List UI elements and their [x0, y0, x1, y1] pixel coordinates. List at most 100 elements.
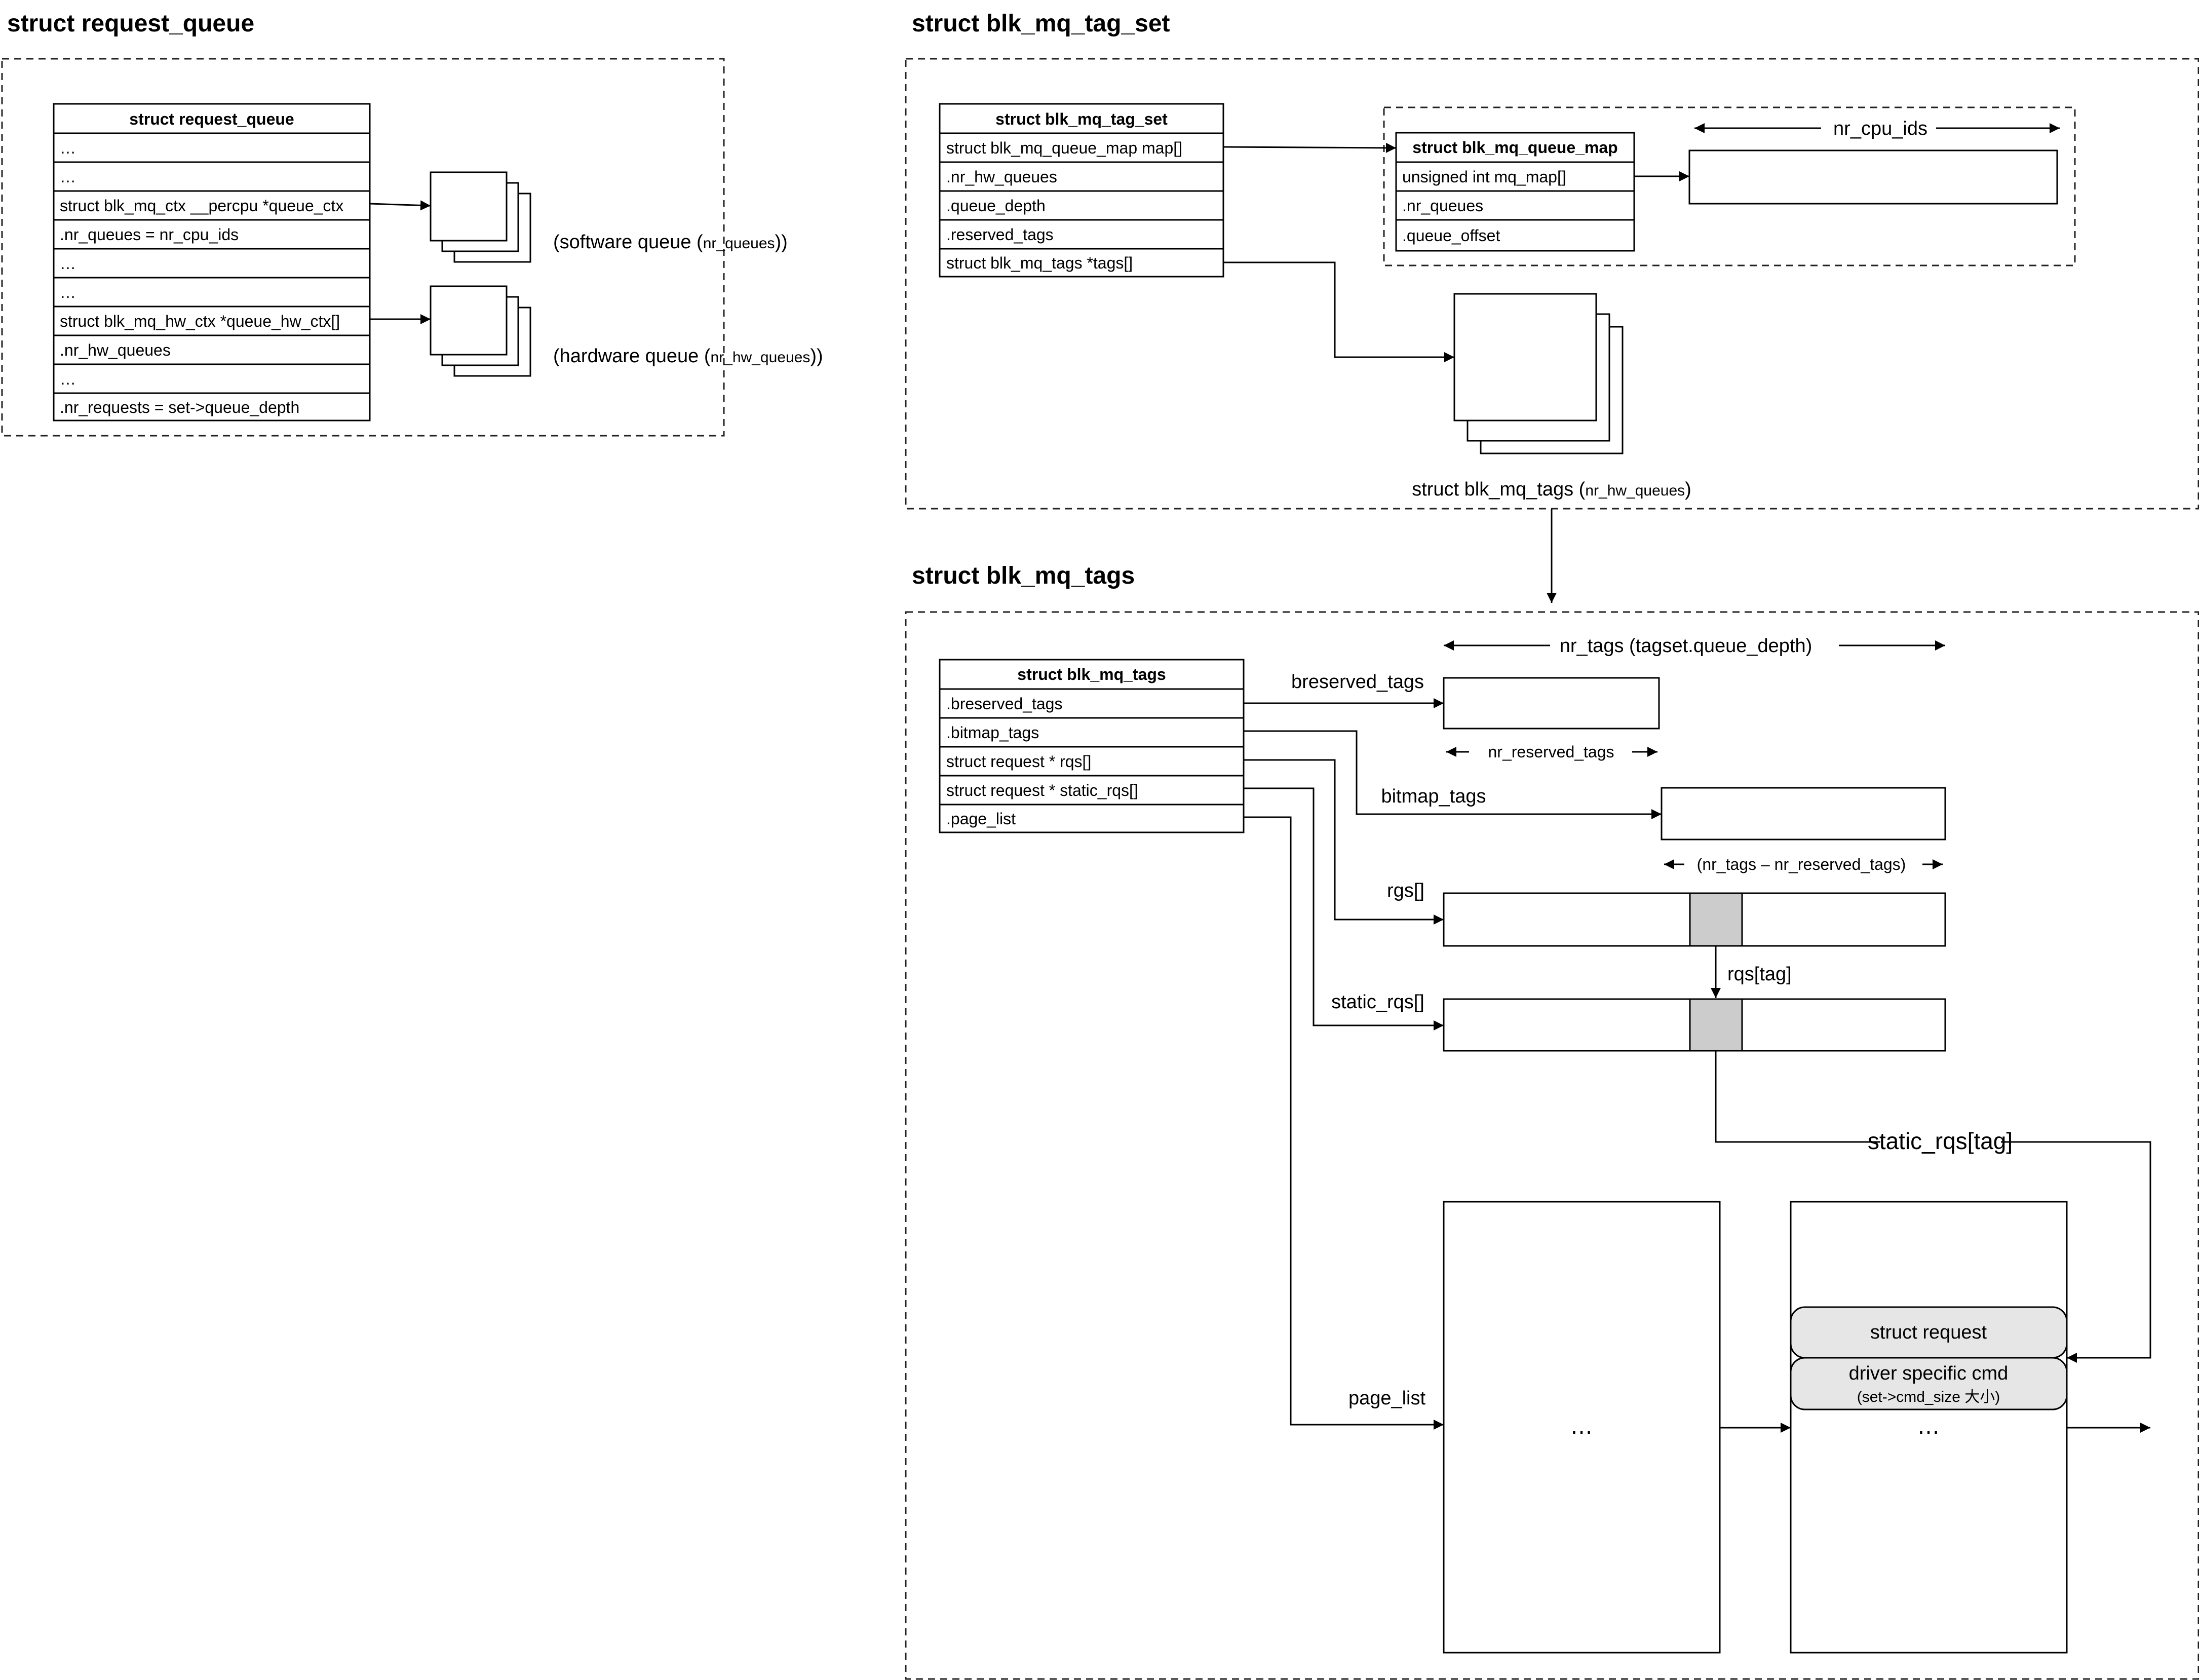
rq-row-text: .nr_requests = set->queue_depth	[60, 398, 299, 416]
bitmap-tags-arrow	[1244, 730, 1662, 819]
tags-arrow	[1223, 261, 1454, 362]
rq-row-text: …	[60, 370, 76, 388]
page-list-arrow	[1244, 816, 1444, 1430]
tags-row-text: .breserved_tags	[946, 695, 1062, 713]
tags-row-rqs	[939, 746, 1245, 777]
bitmap-tags-box	[1661, 787, 1946, 841]
rq-row	[53, 363, 371, 394]
static-rqs-tag-route-a	[1715, 1051, 1880, 1143]
tag-set-row-map	[939, 132, 1224, 163]
bitmap-tags-label: bitmap_tags	[1381, 786, 1486, 807]
rq-row-text: .nr_queues = nr_cpu_ids	[60, 225, 239, 244]
queue-map-table-header-text: struct blk_mq_queue_map	[1412, 138, 1617, 157]
tag-set-row-text: struct blk_mq_queue_map map[]	[946, 139, 1182, 157]
tags-table-header-text: struct blk_mq_tags	[1017, 665, 1166, 683]
nr-tags-minus-label: (nr_tags – nr_reserved_tags)	[1697, 855, 1906, 873]
tags-stack-label: struct blk_mq_tags (nr_hw_queues)	[1412, 479, 1691, 500]
page-box-2	[1790, 1201, 2068, 1654]
rq-row-text: struct blk_mq_ctx __percpu *queue_ctx	[60, 197, 343, 215]
tag-set-row	[939, 161, 1224, 192]
page-box-1	[1443, 1201, 1721, 1654]
queue-ctx-arrow	[369, 200, 431, 211]
section-title-request-queue: struct request_queue	[7, 10, 254, 37]
driver-cmd-label: driver specific cmd	[1849, 1363, 2009, 1384]
rq-row-text: …	[60, 254, 76, 273]
driver-cmd-sub-label: (set->cmd_size 大小)	[1857, 1389, 2000, 1405]
queue-map-table: struct blk_mq_queue_map unsigned int mq_…	[1395, 132, 1635, 252]
rqs-tag-cell	[1689, 892, 1743, 947]
rq-row-text: struct blk_mq_hw_ctx *queue_hw_ctx[]	[60, 312, 340, 330]
tags-row-text: .bitmap_tags	[946, 723, 1039, 742]
breserved-tags-label: breserved_tags	[1291, 671, 1424, 693]
rgs-label: rgs[]	[1387, 880, 1424, 901]
tag-set-row-text: .nr_hw_queues	[946, 168, 1057, 186]
queue-map-row-text: .queue_offset	[1402, 226, 1500, 245]
static-rqs-tag-cell	[1689, 998, 1743, 1052]
rq-row	[53, 334, 371, 365]
tags-row-breserved	[939, 688, 1245, 719]
nr-reserved-tags-label: nr_reserved_tags	[1488, 743, 1614, 761]
queue-map-row-text: .nr_queues	[1402, 197, 1483, 215]
section-title-tag-set: struct blk_mq_tag_set	[912, 10, 1170, 37]
rq-row	[53, 277, 371, 308]
tags-row-text: .page_list	[946, 810, 1016, 828]
rq-row-text: …	[60, 283, 76, 301]
queue-map-row-text: unsigned int mq_map[]	[1402, 168, 1566, 186]
request-queue-frame	[1, 58, 725, 437]
rq-row-queue-ctx	[53, 190, 371, 221]
rq-row-queue-hw-ctx	[53, 306, 371, 336]
hardware-queue-label: (hardware queue (nr_hw_queues))	[553, 346, 823, 367]
nr-cpu-ids-label: nr_cpu_ids	[1833, 118, 1927, 139]
page-box-2-ellipsis: …	[1917, 1412, 1940, 1439]
rq-row	[53, 132, 371, 163]
queue-map-row	[1395, 219, 1635, 252]
tags-stack	[1453, 293, 1624, 454]
tags-row-bitmap	[939, 717, 1245, 748]
rq-row-text: …	[60, 139, 76, 157]
software-queue-stack	[430, 171, 531, 263]
rq-row	[53, 161, 371, 192]
tags-row-text: struct request * static_rqs[]	[946, 781, 1138, 799]
section-title-tags: struct blk_mq_tags	[912, 562, 1135, 589]
queue-map-frame	[1383, 106, 2076, 266]
static-rqs-tag-label: static_rqs[tag]	[1868, 1128, 2013, 1154]
tag-set-row	[939, 219, 1224, 250]
rq-row	[53, 392, 371, 422]
rq-row-text: .nr_hw_queues	[60, 341, 171, 359]
tag-set-row-text: struct blk_mq_tags *tags[]	[946, 254, 1133, 272]
nr-tags-label: nr_tags (tagset.queue_depth)	[1560, 635, 1812, 657]
tag-set-table-header	[939, 103, 1224, 134]
map-arrow	[1223, 142, 1397, 153]
tags-table: struct blk_mq_tags .breserved_tags .bitm…	[939, 659, 1245, 833]
static-rqs-arrow	[1244, 787, 1444, 1030]
page-box-1-ellipsis: …	[1570, 1412, 1593, 1439]
request-queue-table: struct request_queue … … struct blk_mq_c…	[53, 103, 371, 422]
hardware-queue-stack	[430, 285, 531, 377]
static-rqs-label: static_rqs[]	[1331, 991, 1424, 1013]
page-list-label: page_list	[1348, 1388, 1426, 1409]
queue-map-table-header	[1395, 132, 1635, 163]
tag-set-row-text: .reserved_tags	[946, 225, 1054, 244]
struct-request-label: struct request	[1870, 1322, 1987, 1343]
tags-row-static-rqs	[939, 775, 1245, 806]
rqs-arrow	[1244, 759, 1444, 925]
software-queue-label: (software queue (nr_queues))	[553, 232, 788, 253]
rq-row	[53, 248, 371, 279]
static-rqs-tag-route-b	[2001, 1141, 2151, 1363]
tags-frame	[905, 611, 2199, 1680]
tags-row-page-list	[939, 804, 1245, 833]
request-queue-table-header-text: struct request_queue	[129, 110, 294, 128]
request-queue-table-header	[53, 103, 371, 134]
tag-set-row-text: .queue_depth	[946, 197, 1046, 215]
rq-row-text: …	[60, 168, 76, 186]
breserved-tags-box	[1443, 677, 1660, 730]
tags-row-text: struct request * rqs[]	[946, 752, 1091, 771]
rqs-tag-label: rqs[tag]	[1727, 964, 1792, 985]
tag-set-table: struct blk_mq_tag_set struct blk_mq_queu…	[939, 103, 1224, 278]
driver-cmd-pill	[1790, 1357, 2068, 1410]
tag-set-table-header-text: struct blk_mq_tag_set	[995, 110, 1168, 128]
mq-map-array	[1688, 149, 2058, 205]
queue-map-row-mq-map	[1395, 161, 1635, 192]
queue-map-row	[1395, 190, 1635, 221]
